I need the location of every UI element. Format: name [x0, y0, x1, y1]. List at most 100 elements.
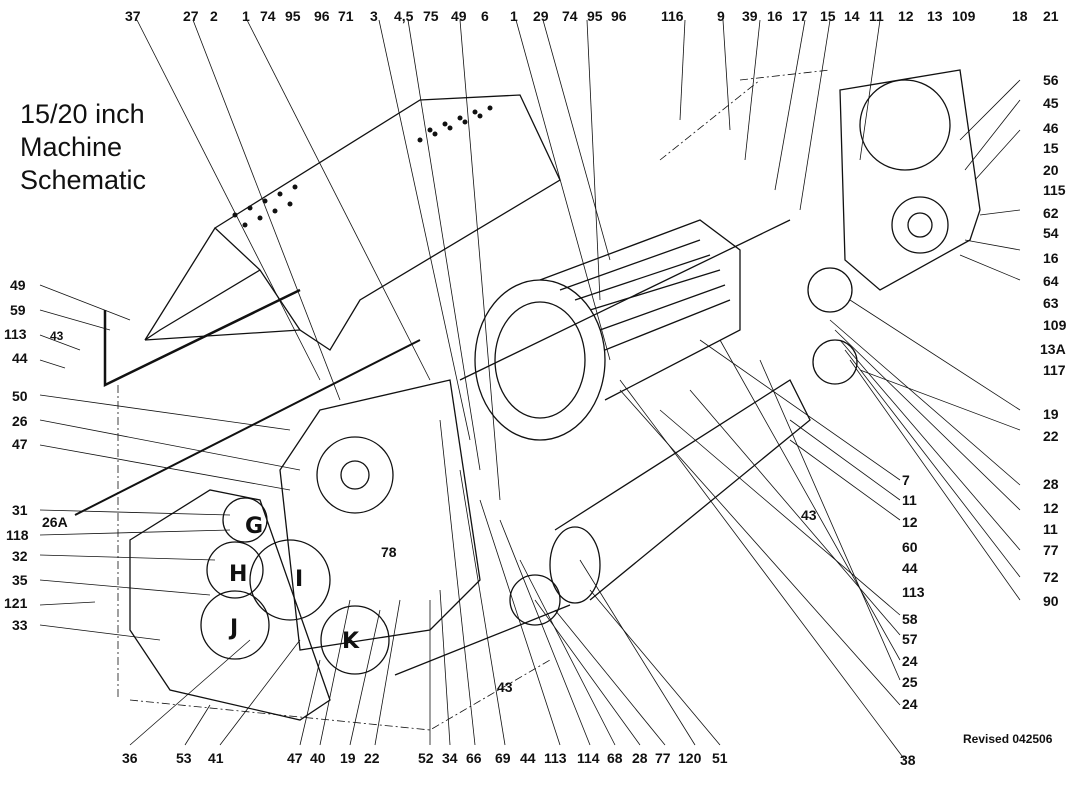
part-label: 44	[520, 750, 536, 766]
shaft-26a	[74, 339, 421, 516]
part-label: 12	[898, 8, 914, 24]
part-label: 52	[418, 750, 434, 766]
front-pulley	[509, 574, 561, 626]
title-line-3: Schematic	[20, 165, 147, 195]
part-label: 2	[210, 8, 218, 24]
part-label: 50	[12, 388, 28, 404]
part-label: 54	[1043, 225, 1059, 241]
part-label: 63	[1043, 295, 1059, 311]
gear-label: G	[245, 514, 264, 539]
part-label: 41	[208, 750, 224, 766]
part-label: 40	[310, 750, 326, 766]
motor-body	[539, 219, 741, 401]
gear-k	[320, 605, 390, 675]
part-label: 113	[902, 584, 925, 600]
part-label: 113	[4, 326, 27, 342]
part-label: 95	[587, 8, 603, 24]
part-label: 45	[1043, 95, 1059, 111]
gear-h	[206, 541, 264, 599]
shaft-lower	[459, 219, 791, 381]
part-label: 22	[364, 750, 380, 766]
part-label: 39	[742, 8, 758, 24]
part-label: 19	[340, 750, 356, 766]
part-label: 47	[287, 750, 303, 766]
left-bracket	[103, 288, 301, 387]
part-label: 4,5	[394, 8, 414, 24]
part-label: 117	[1043, 362, 1066, 378]
right-end-plate	[839, 69, 981, 291]
part-label: 43	[50, 329, 64, 343]
part-label: 13	[927, 8, 943, 24]
part-label: 72	[1043, 569, 1059, 585]
part-label: 24	[902, 696, 918, 712]
part-label: 78	[381, 544, 397, 560]
gear-i	[249, 539, 331, 621]
part-label: 11	[902, 492, 917, 508]
part-label: 20	[1043, 162, 1059, 178]
part-label: 75	[423, 8, 439, 24]
part-label: 17	[792, 8, 808, 24]
part-label: 69	[495, 750, 511, 766]
part-label: 21	[1043, 8, 1059, 24]
part-label: 53	[176, 750, 192, 766]
gear-label: J	[230, 616, 239, 641]
gear-j	[200, 590, 270, 660]
part-label: 16	[767, 8, 783, 24]
part-label: 56	[1043, 72, 1059, 88]
part-label: 3	[370, 8, 378, 24]
part-label: 46	[1043, 120, 1059, 136]
diagram-title: 15/20 inch Machine Schematic	[20, 98, 146, 197]
part-label: 66	[466, 750, 482, 766]
part-label: 57	[902, 631, 918, 647]
part-label: 1	[510, 8, 518, 24]
part-label: 115	[1043, 182, 1066, 198]
brush-roller	[554, 379, 811, 601]
part-label: 51	[712, 750, 728, 766]
part-label: 1	[242, 8, 250, 24]
part-label: 59	[10, 302, 26, 318]
part-label: 22	[1043, 428, 1059, 444]
part-label: 114	[577, 750, 600, 766]
title-line-1: 15/20 inch	[20, 99, 145, 129]
part-label: 27	[183, 8, 199, 24]
top-cover	[213, 94, 561, 351]
gear-label: K	[342, 629, 360, 654]
part-label: 71	[338, 8, 354, 24]
gear-label: I	[295, 567, 304, 592]
part-label: 36	[122, 750, 138, 766]
part-label: 116	[661, 8, 684, 24]
part-label: 31	[12, 502, 28, 518]
part-label: 19	[1043, 406, 1059, 422]
cover-perforations	[232, 105, 493, 228]
part-label: 15	[1043, 140, 1059, 156]
part-label: 77	[1043, 542, 1059, 558]
part-label: 74	[562, 8, 578, 24]
part-label: 7	[902, 472, 910, 488]
part-label: 62	[1043, 205, 1059, 221]
part-label: 58	[902, 611, 918, 627]
part-label: 12	[902, 514, 918, 530]
part-label: 68	[607, 750, 623, 766]
part-label: 28	[1043, 476, 1059, 492]
part-label: 43	[497, 679, 513, 695]
part-label: 113	[544, 750, 567, 766]
part-label: 26A	[42, 514, 68, 530]
part-label: 47	[12, 436, 28, 452]
gear-label: H	[229, 562, 248, 587]
part-label: 109	[952, 8, 976, 24]
gear-g	[222, 497, 268, 543]
part-label: 96	[611, 8, 627, 24]
title-line-2: Machine	[20, 132, 123, 162]
part-label: 12	[1043, 500, 1059, 516]
part-label: 38	[900, 752, 916, 768]
part-label: 95	[285, 8, 301, 24]
pulley-lower	[812, 339, 858, 385]
part-label: 14	[844, 8, 860, 24]
gearbox-cover	[129, 489, 331, 721]
part-label: 15	[820, 8, 836, 24]
part-label: 121	[4, 595, 28, 611]
part-label: 74	[260, 8, 276, 24]
part-label: 44	[12, 350, 28, 366]
